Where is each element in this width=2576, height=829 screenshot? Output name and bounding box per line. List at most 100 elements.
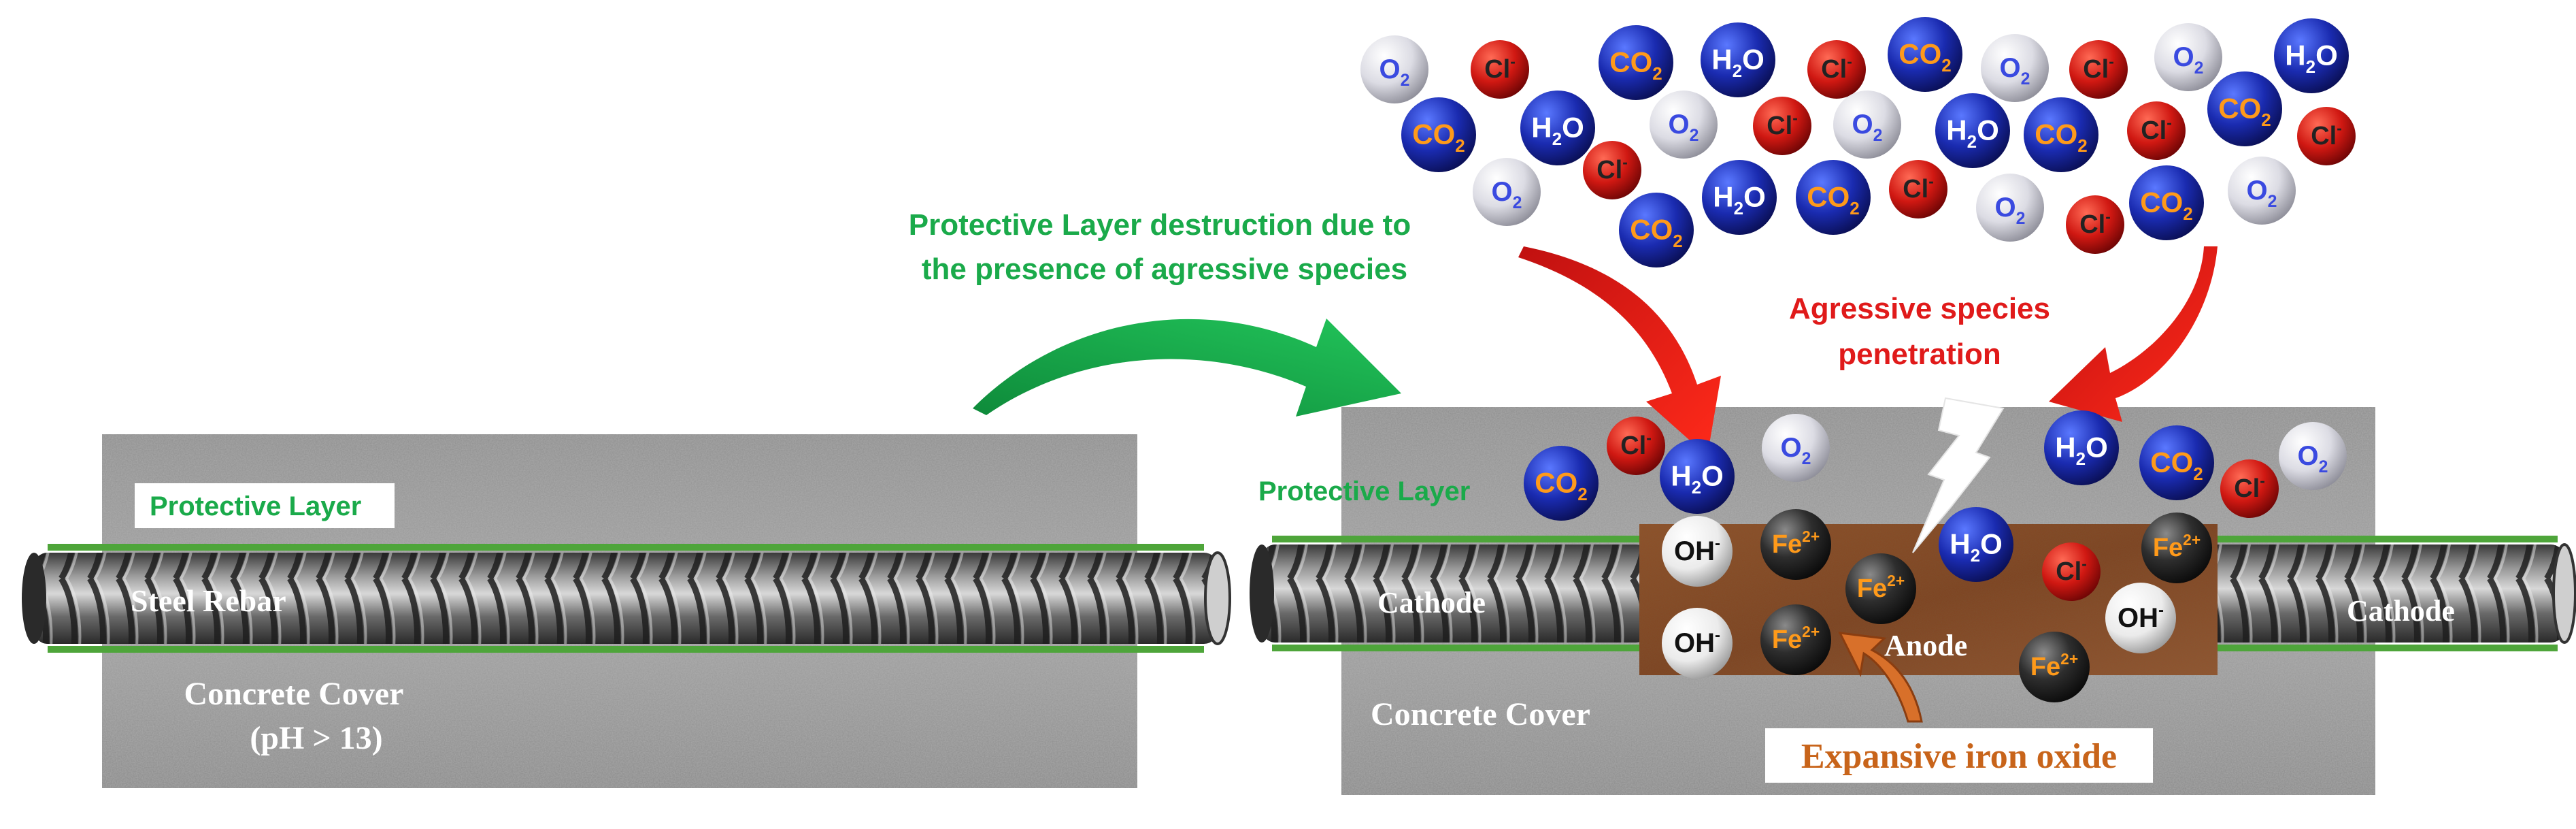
fe-sphere [2019,632,2090,702]
left-panel: Protective Layer Steel Rebar Concrete Co… [22,434,1231,788]
anode-label: Anode [1884,629,1967,662]
h2o-molecule: H2O [2044,410,2119,485]
o2-sphere [1762,414,1830,482]
o2-formula: O2 [1995,193,2026,228]
o2-molecule: O2 [2154,23,2222,91]
fe-molecule: Fe2+ [1845,553,1916,624]
co2-molecule: CO2 [2207,71,2282,146]
left-protective-layer-label: Protective Layer [150,491,361,521]
fe-sphere [1845,553,1916,624]
o2-molecule: O2 [1762,414,1830,482]
o2-sphere [1833,91,1901,159]
co2-sphere [2024,97,2098,172]
cl-formula: Cl- [2079,208,2111,239]
h2o-molecule: H2O [1660,439,1735,514]
cl-formula: Cl- [1484,52,1516,84]
oxide-label-bg [1765,728,2153,783]
oh-molecule: OH- [1662,608,1733,679]
oh-molecule: OH- [2105,583,2176,653]
oh-sphere [1662,608,1733,679]
cl-sphere [1471,40,1529,99]
oh-formula: OH- [2118,601,2164,633]
o2-sphere [1976,174,2044,242]
transition-text-line2: the presence of agressive species [922,253,1407,286]
co2-sphere [1796,160,1871,235]
co2-molecule: CO2 [1524,446,1599,521]
oh-formula: OH- [1674,626,1720,658]
co2-sphere [1401,97,1476,172]
co2-formula: CO2 [1898,37,1951,76]
co2-molecule: CO2 [2139,425,2214,500]
co2-formula: CO2 [2035,118,2087,156]
cl-formula: Cl- [2083,52,2114,84]
cl-molecule: Cl- [1471,40,1529,99]
o2-formula: O2 [2247,176,2277,211]
co2-molecule: CO2 [2024,97,2098,172]
cl-formula: Cl- [2311,119,2342,150]
oh-formula: OH- [1674,534,1720,566]
o2-molecule: O2 [1650,91,1718,159]
lightning-crack-icon [1912,397,2005,553]
cl-molecule: Cl- [2220,459,2279,518]
co2-formula: CO2 [1630,213,1682,251]
cl-molecule: Cl- [2297,107,2356,165]
co2-sphere [2139,425,2214,500]
o2-sphere [1360,35,1428,103]
h2o-sphere [1702,160,1777,235]
cl-formula: Cl- [2056,555,2087,586]
cl-formula: Cl- [1620,429,1652,460]
o2-sphere [2154,23,2222,91]
fe-sphere [1760,509,1831,580]
h2o-formula: H2O [1946,114,1999,152]
h2o-sphere [1935,93,2010,168]
o2-formula: O2 [1492,177,1522,212]
h2o-sphere [2044,410,2119,485]
h2o-molecule: H2O [1935,93,2010,168]
h2o-molecule: H2O [2274,18,2349,93]
o2-sphere [2228,157,2296,225]
red-curved-arrow-icon [2049,246,2218,422]
o2-molecule: O2 [1833,91,1901,159]
co2-formula: CO2 [2150,446,2203,484]
h2o-sphere [1939,507,2013,582]
fe-formula: Fe2+ [2153,531,2201,562]
left-protective-label-bg [135,483,395,528]
co2-molecule: CO2 [1401,97,1476,172]
co2-molecule: CO2 [1888,17,1962,92]
cathode-left-label: Cathode [1377,586,1486,619]
cl-sphere [2127,101,2186,160]
cathode-right-label: Cathode [2347,594,2455,628]
cl-molecule: Cl- [1607,417,1665,475]
o2-formula: O2 [2298,441,2328,476]
oh-molecule: OH- [1662,516,1733,587]
cl-molecule: Cl- [2127,101,2186,160]
h2o-molecule: H2O [1939,507,2013,582]
h2o-formula: H2O [2285,39,2338,77]
cl-sphere [1607,417,1665,475]
h2o-sphere [1701,22,1775,97]
o2-molecule: O2 [1473,158,1541,226]
fe-molecule: Fe2+ [1760,509,1831,580]
cl-sphere [1807,40,1866,99]
orange-curved-arrow-icon [1838,632,1923,723]
expansive-iron-oxide-label: Expansive iron oxide [1801,737,2117,776]
cl-sphere [2042,542,2101,601]
right-protective-layer-label: Protective Layer [1258,476,1470,506]
left-concrete-cover-label: Concrete Cover [184,676,404,712]
fe-formula: Fe2+ [1857,572,1905,603]
fe-formula: Fe2+ [1772,623,1820,654]
o2-formula: O2 [2000,53,2030,88]
o2-sphere [1981,34,2049,102]
co2-formula: CO2 [1535,466,1587,504]
co2-molecule: CO2 [2129,165,2204,240]
penetration-label-line2: penetration [1838,338,2001,371]
penetration-label-line1: Agressive species [1789,292,2050,325]
right-steel-rebar-right [2204,543,2576,644]
co2-molecule: CO2 [1599,25,1673,100]
left-steel-rebar-label: Steel Rebar [131,583,286,618]
transition: Protective Layer destruction due to the … [909,208,1411,417]
cl-sphere [1753,97,1811,155]
cl-formula: Cl- [1821,52,1852,84]
